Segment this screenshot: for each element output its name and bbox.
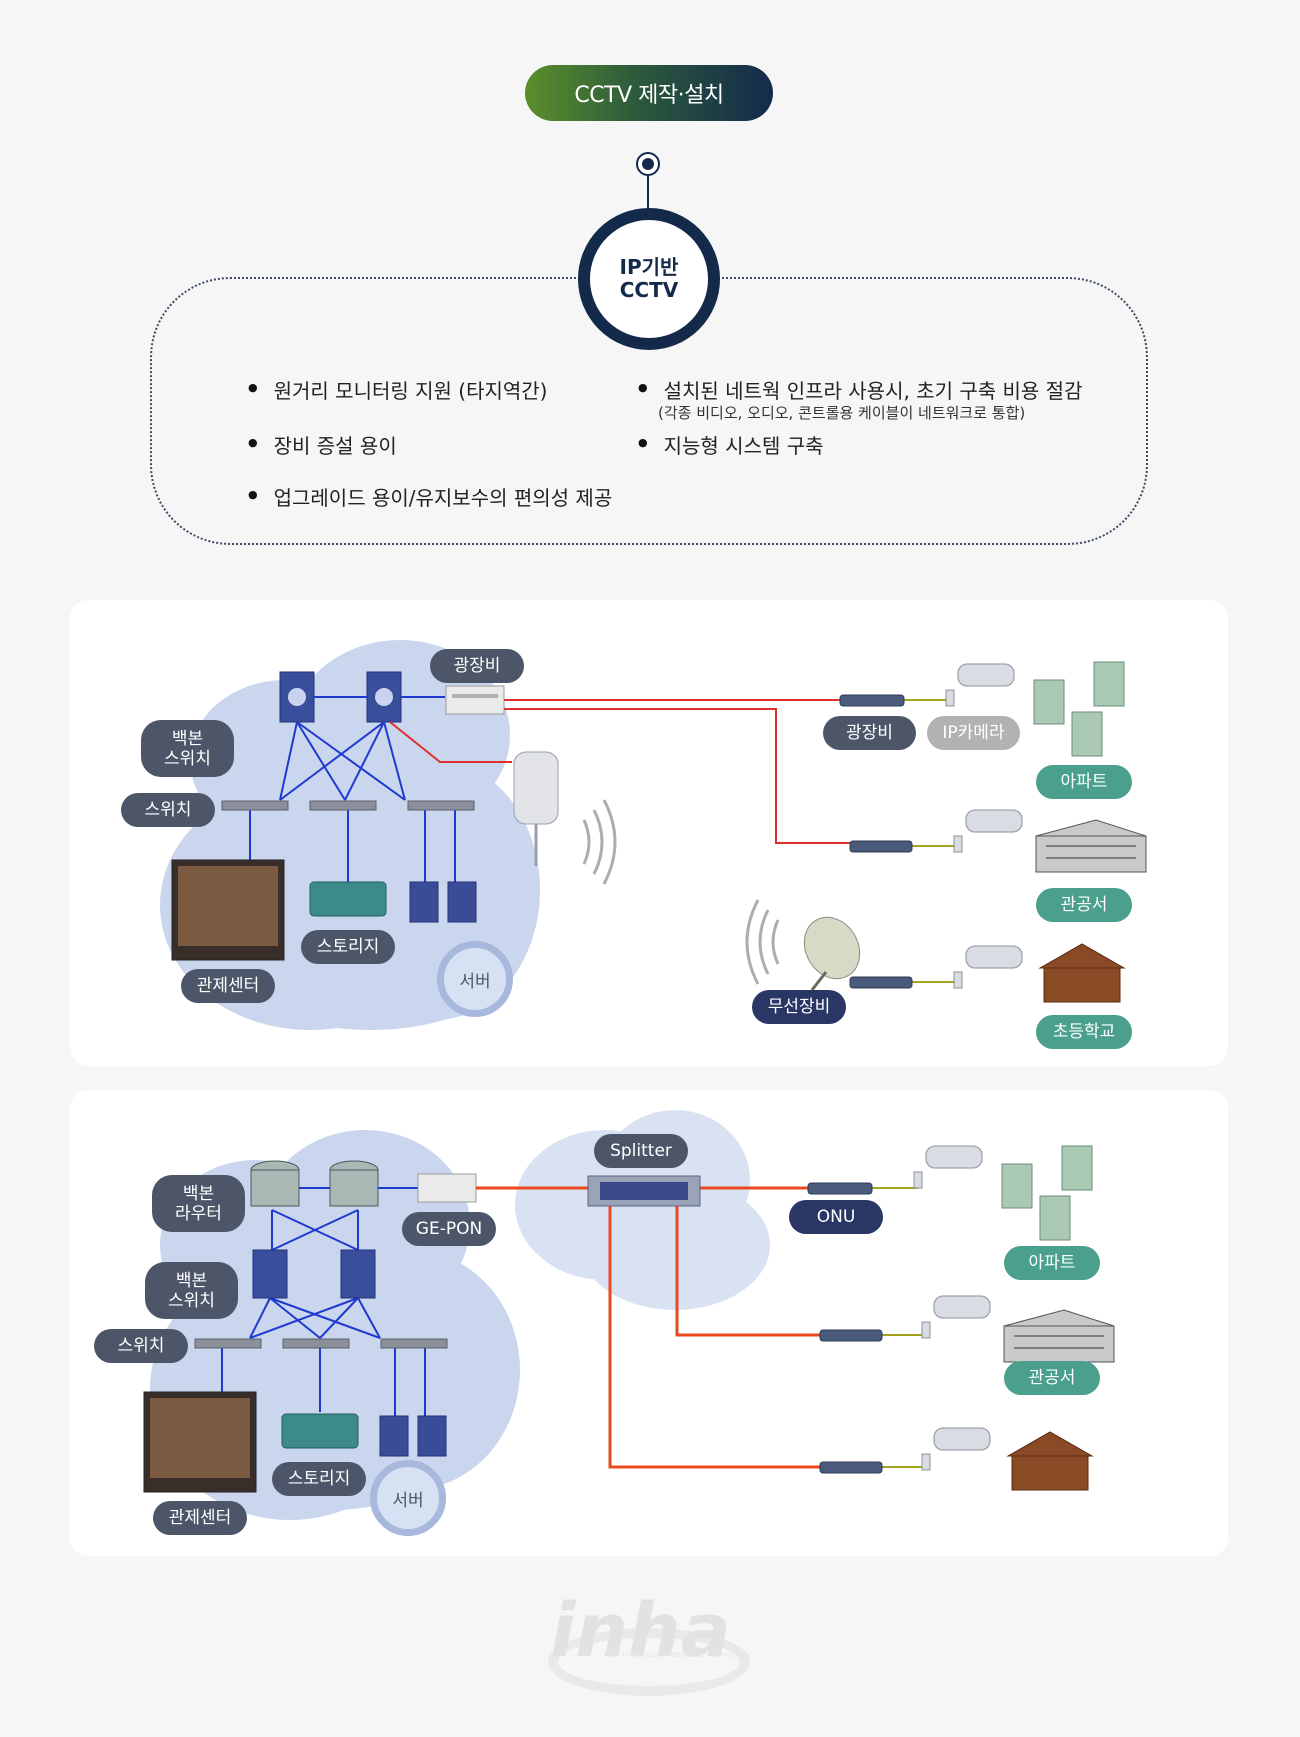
school-label: 초등학교 bbox=[1036, 1015, 1132, 1049]
feature-note: (각종 비디오, 오디오, 콘트롤용 케이블이 네트워크로 통합) bbox=[658, 404, 1026, 422]
school-icon bbox=[1038, 943, 1126, 1003]
onu-label: ONU bbox=[789, 1200, 883, 1234]
antenna-icon bbox=[513, 751, 559, 866]
feature-item: 설치된 네트웍 인프라 사용시, 초기 구축 비용 절감 bbox=[638, 375, 1083, 404]
server-rack-icon bbox=[409, 881, 477, 923]
gepon-label: GE-PON bbox=[402, 1212, 496, 1246]
storage-icon bbox=[281, 1413, 359, 1449]
gepon-icon bbox=[417, 1173, 477, 1203]
control-monitor-icon bbox=[143, 1391, 257, 1493]
server-rack-icon bbox=[379, 1415, 447, 1457]
ip-camera-icon bbox=[913, 1145, 991, 1471]
apartment-label: 아파트 bbox=[1036, 765, 1132, 799]
apartment-icon bbox=[1033, 661, 1125, 757]
server-label: 서버 bbox=[370, 1460, 446, 1536]
splitter-label: Splitter bbox=[594, 1134, 688, 1168]
remote-optical-label: 광장비 bbox=[823, 716, 916, 750]
logo-watermark: inha bbox=[550, 1588, 731, 1674]
government-label: 관공서 bbox=[1004, 1361, 1100, 1395]
government-building-icon bbox=[1003, 1309, 1115, 1363]
access-switch-icon bbox=[221, 800, 475, 811]
server-label: 서버 bbox=[437, 941, 513, 1017]
optical-equipment-icon bbox=[445, 685, 505, 715]
backbone-router-icon bbox=[250, 1160, 379, 1207]
apartment-label: 아파트 bbox=[1004, 1246, 1100, 1280]
feature-item: 장비 증설 용이 bbox=[248, 430, 397, 459]
feature-item: 원거리 모니터링 지원 (타지역간) bbox=[248, 375, 548, 404]
center-title-line1: IP기반 bbox=[619, 255, 679, 279]
access-switch-icon bbox=[194, 1338, 448, 1349]
government-label: 관공서 bbox=[1036, 888, 1132, 922]
storage-label: 스토리지 bbox=[301, 930, 395, 964]
storage-label: 스토리지 bbox=[272, 1462, 366, 1496]
remote-unit-icon bbox=[839, 694, 913, 989]
feature-item: 지능형 시스템 구축 bbox=[638, 430, 824, 459]
logo-subtitle: Communication Network Technology bbox=[604, 1650, 751, 1659]
optical-equipment-label: 광장비 bbox=[430, 649, 524, 683]
satellite-dish-icon bbox=[803, 916, 861, 991]
ip-camera-icon bbox=[945, 663, 1023, 989]
connector-line bbox=[647, 176, 649, 210]
switch-label: 스위치 bbox=[94, 1329, 188, 1363]
connector-dot-inner bbox=[642, 158, 654, 170]
feature-item: 업그레이드 용이/유지보수의 편의성 제공 bbox=[248, 482, 613, 511]
storage-icon bbox=[309, 881, 387, 917]
switch-label: 스위치 bbox=[121, 793, 215, 827]
control-monitor-icon bbox=[171, 859, 285, 961]
apartment-icon bbox=[1001, 1145, 1093, 1241]
ip-camera-label: IP카메라 bbox=[927, 716, 1020, 750]
wireless-signal-icon bbox=[582, 799, 780, 985]
logo-ring bbox=[548, 1628, 750, 1696]
government-building-icon bbox=[1035, 819, 1147, 873]
center-title-line2: CCTV bbox=[619, 278, 679, 302]
backbone-switch-icon bbox=[279, 671, 402, 723]
onu-icon bbox=[807, 1182, 883, 1474]
control-center-label: 관제센터 bbox=[153, 1501, 247, 1535]
connector-dot bbox=[636, 152, 660, 176]
control-center-label: 관제센터 bbox=[181, 969, 275, 1003]
wireless-label: 무선장비 bbox=[752, 990, 846, 1024]
splitter-icon bbox=[587, 1175, 701, 1207]
backbone-switch-icon bbox=[252, 1249, 376, 1299]
school-icon bbox=[1006, 1431, 1094, 1491]
section-title: CCTV 제작·설치 bbox=[525, 65, 773, 121]
